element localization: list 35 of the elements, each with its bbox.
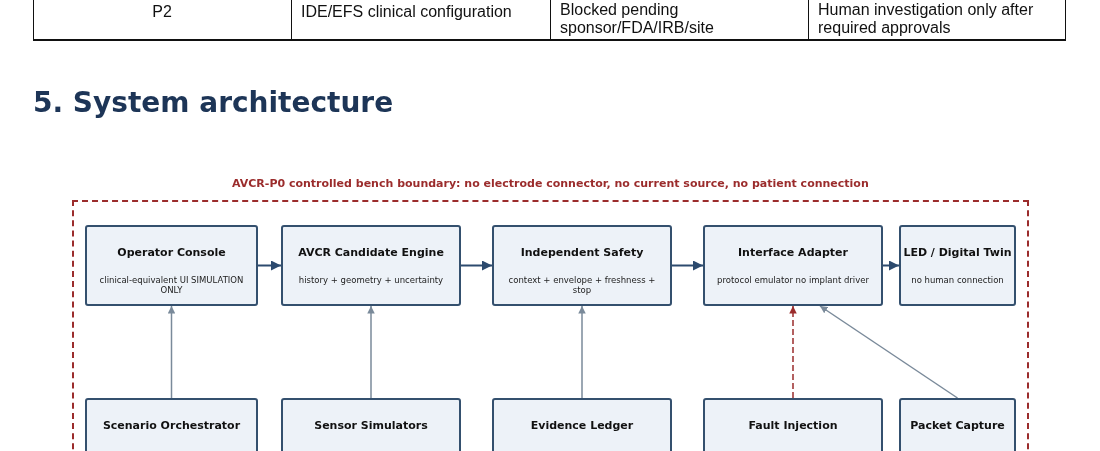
box-title: Packet Capture bbox=[909, 419, 1006, 432]
arrow bbox=[257, 260, 282, 271]
component-box bbox=[85, 225, 258, 306]
table-cell-text: IDE/EFS clinical configuration bbox=[301, 3, 513, 21]
table-cell-text: Blocked pending sponsor/FDA/IRB/site bbox=[560, 1, 715, 37]
box-title: Independent Safety bbox=[519, 246, 645, 259]
arrow bbox=[167, 305, 176, 399]
box-title: Scenario Orchestrator bbox=[101, 419, 242, 432]
section-heading: 5. System architecture bbox=[33, 86, 394, 119]
box-title: Interface Adapter bbox=[737, 246, 849, 259]
box-subtitle: clinical-equivalent UI SIMULATION ONLY bbox=[98, 275, 245, 295]
arrow bbox=[671, 260, 704, 271]
component-box bbox=[492, 225, 672, 306]
box-subtitle: no human connection bbox=[910, 275, 1005, 285]
box-title: Sensor Simulators bbox=[313, 419, 429, 432]
box-subtitle: protocol emulator no implant driver bbox=[716, 275, 870, 285]
boundary-title: AVCR-P0 controlled bench boundary: no electrode connector, no current source, no patient connection bbox=[232, 177, 869, 190]
arrow bbox=[578, 305, 586, 399]
table-cell-text: P2 bbox=[151, 3, 173, 21]
arrow bbox=[789, 305, 797, 399]
box-title: Fault Injection bbox=[747, 419, 839, 432]
arrow bbox=[819, 305, 959, 399]
component-box bbox=[899, 225, 1016, 306]
box-title: Evidence Ledger bbox=[529, 419, 635, 432]
arrow bbox=[882, 260, 900, 271]
arrow bbox=[367, 305, 375, 399]
box-title: AVCR Candidate Engine bbox=[297, 246, 445, 259]
component-box bbox=[281, 225, 461, 306]
box-subtitle: context + envelope + freshness + stop bbox=[507, 275, 657, 295]
box-title: LED / Digital Twin bbox=[902, 246, 1013, 259]
table-cell-text: Human investigation only after required approvals bbox=[818, 1, 1035, 37]
arrow bbox=[460, 260, 493, 271]
box-subtitle: history + geometry + uncertainty bbox=[297, 275, 445, 285]
component-box bbox=[703, 225, 883, 306]
box-title: Operator Console bbox=[116, 246, 227, 259]
